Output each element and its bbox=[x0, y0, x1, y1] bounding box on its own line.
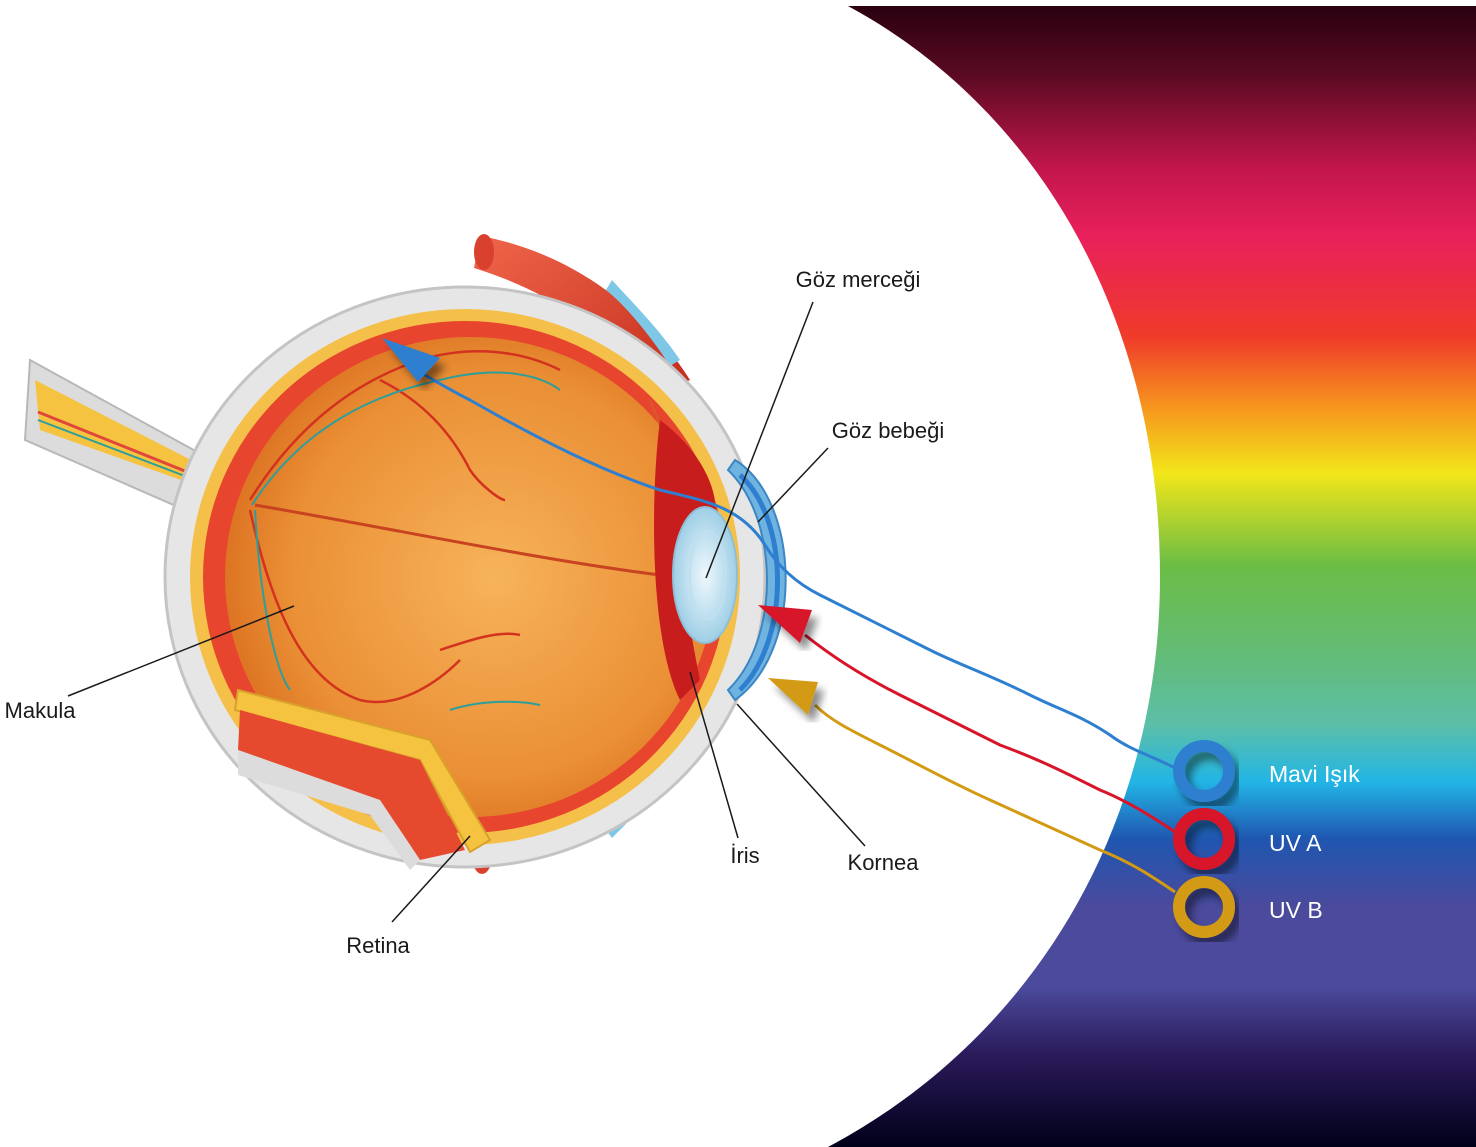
label-makula: Makula bbox=[5, 698, 77, 723]
label-goz-bebegi: Göz bebeği bbox=[832, 418, 945, 443]
uvb-arrow bbox=[768, 678, 818, 715]
label-uv-a: UV A bbox=[1269, 830, 1322, 856]
label-goz-mercegi: Göz merceği bbox=[796, 267, 921, 292]
label-iris: İris bbox=[730, 843, 759, 868]
eye-lens bbox=[673, 507, 737, 643]
label-uv-b: UV B bbox=[1269, 897, 1323, 923]
label-mavi-isik: Mavi Işık bbox=[1269, 761, 1360, 787]
label-kornea: Kornea bbox=[848, 850, 920, 875]
eye-anatomy bbox=[25, 234, 786, 874]
label-retina: Retina bbox=[346, 933, 410, 958]
light-spectrum-panel bbox=[828, 6, 1476, 1147]
